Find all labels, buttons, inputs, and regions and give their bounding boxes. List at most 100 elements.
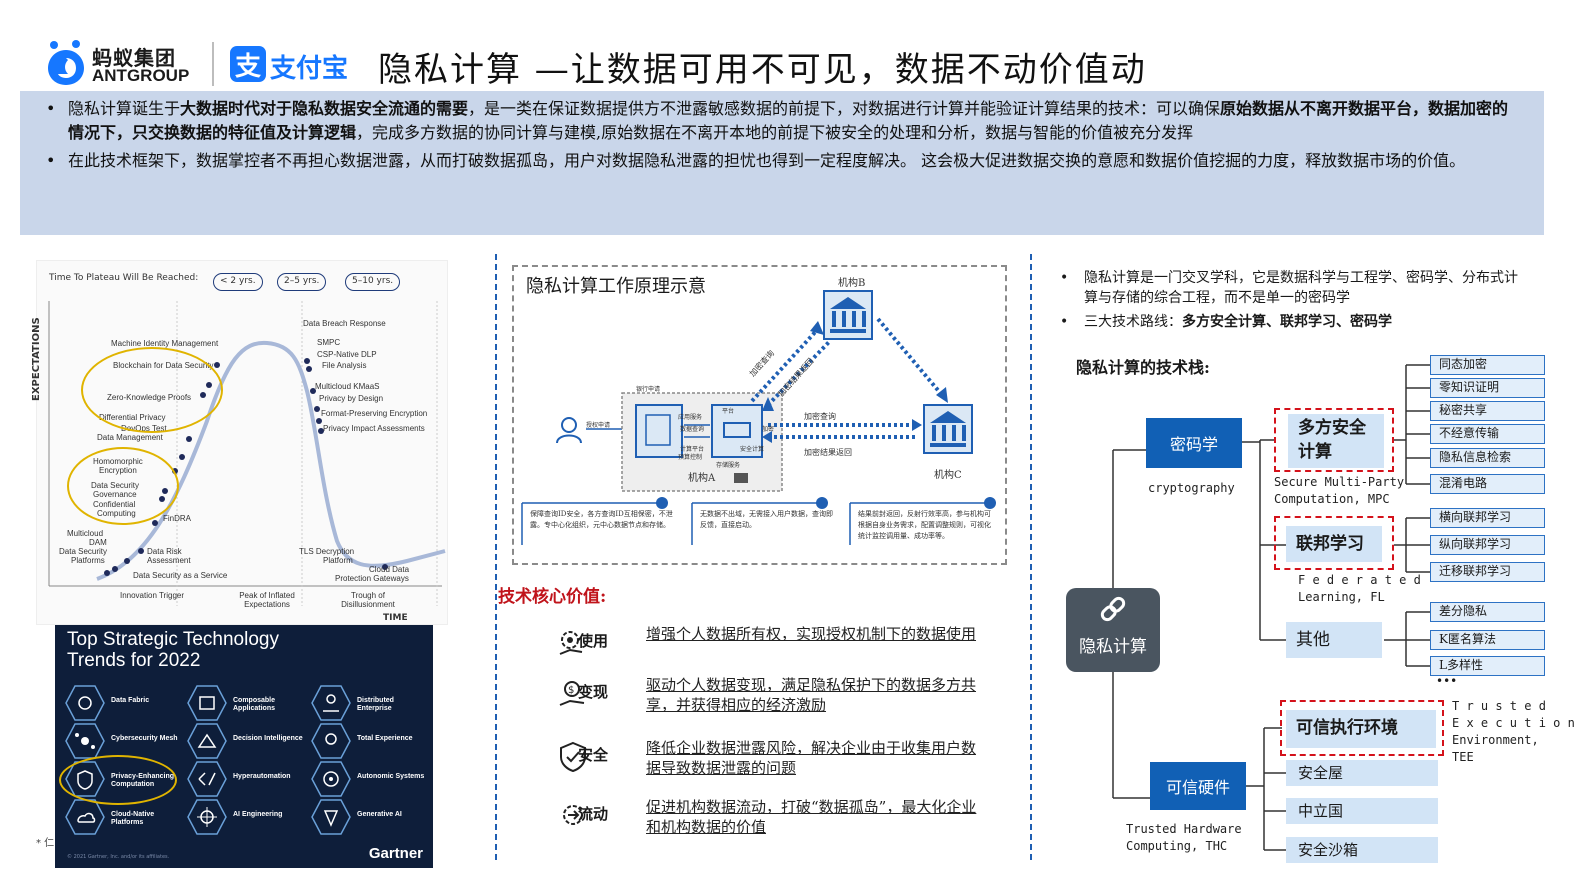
small-label: 计算平台 [680,446,705,453]
intro-p1-a: 隐私计算诞生于 [68,99,181,118]
small-label: 安全计算 [740,446,765,453]
mpc-node: 多方安全 计算 [1288,414,1384,468]
hype-label: Privacy Impact Assessments [323,424,425,433]
small-label: 数据查询 [680,426,705,433]
fl-leaf: 迁移联邦学习 [1430,562,1545,582]
small-label: 存储服务 [716,462,741,469]
right-bullet-2: • 三大技术路线：多方安全计算、联邦学习、密码学 [1060,312,1530,332]
intro-box: • 隐私计算诞生于大数据时代对于隐私数据安全流通的需要，是一类在保证数据提供方不… [20,91,1544,235]
ant-group-name-en: ANTGROUP [92,66,190,85]
hype-cycle-chart: Time To Plateau Will Be Reached: < 2 yrs… [31,260,448,625]
hype-label: TLS Decryption [299,547,355,556]
hype-label: FinDRA [163,514,192,523]
trend-label: Hyperautomation [233,773,291,780]
ant-group-logo-icon [48,40,84,85]
hype-label: Machine Identity Management [111,339,219,348]
hexagon-icon [311,685,351,721]
hexagon-icon [311,723,351,759]
fl-caption-1: F e d e r a t e d [1298,573,1421,587]
hype-label: Privacy by Design [319,394,384,403]
trends-title: Top Strategic Technology Trends for 2022 [67,629,279,671]
core-value-label: 安全 [578,746,609,764]
core-value-label: 变现 [578,683,609,701]
tech-stack-tree-svg [1112,364,1430,851]
alipay-name: 支付宝 [270,54,349,84]
hype-label: Assessment [147,556,191,565]
core-value-text: 增强个人数据所有权，实现授权机制下的数据使用 [646,625,977,643]
hype-label: Protection Gateways [335,574,409,583]
core-value-text: 驱动个人数据变现，满足隐私保护下的数据多方共享，并获得相应的经济激励 [646,676,977,714]
trend-label: Composable Applications [233,697,276,712]
alipay-logo-icon: 支 [230,46,266,82]
trend-item: Decision Intelligence [187,723,307,763]
mpc-line-1: 多方安全 [1298,418,1366,438]
hype-legend-label: Time To Plateau Will Be Reached: [49,273,199,283]
hardware-leaf: 安全屋 [1286,760,1438,786]
core-value-row-monetize: $ 变现 驱动个人数据变现，满足隐私保护下的数据多方共享，并获得相应的经济激励 [556,675,986,725]
highlight-ellipse [67,447,179,525]
hype-y-axis-label: EXPECTATIONS [31,317,42,401]
hype-label: Data Risk [147,547,182,556]
small-label: 加密 [762,426,775,433]
mpc-leaf: 同态加密 [1430,355,1545,375]
ant-group-name-cn: 蚂蚁集团 [92,46,176,70]
hexagon-icon [187,685,227,721]
right-bullet-1: • 隐私计算是一门交叉学科，它是数据科学与工程学、密码学、分布式计算与存储的综合… [1060,268,1530,308]
hype-label: Platform [323,556,353,565]
mpc-leaf: 零知识证明 [1430,378,1545,398]
trend-label: AI Engineering [233,811,283,818]
hype-pill-2to5: 2–5 yrs. [277,273,327,291]
small-label: 银行申请 [636,386,661,393]
fl-caption-2: Learning, FL [1298,590,1385,604]
hexagon-icon [311,799,351,835]
encrypted-result-b-label: 加密结果返回 [804,448,852,457]
mpc-leaf: 不经意传输 [1430,424,1545,444]
intro-paragraph-1: • 隐私计算诞生于大数据时代对于隐私数据安全流通的需要，是一类在保证数据提供方不… [42,97,1514,145]
hexagon-icon [187,723,227,759]
trend-label: Cybersecurity Mesh [111,735,178,742]
hype-x-axis-label: TIME [383,613,408,623]
right-item-1-text: 隐私计算是一门交叉学科，它是数据科学与工程学、密码学、分布式计算与存储的综合工程… [1084,270,1518,306]
hype-label: Multicloud KMaaS [315,382,380,391]
trend-item: Cloud-Native Platforms [65,799,185,839]
hype-label: Data Breach Response [303,319,386,328]
trends-footnote: © 2021 Gartner, Inc. and/or its affiliat… [67,854,170,860]
highlight-ellipse [59,755,177,805]
hexagon-icon [187,761,227,797]
hardware-leaf: 中立国 [1286,798,1438,824]
work-note-2: 无数据不出域，无需接入用户数据，查询即反馈，直接启动。 [700,510,833,529]
hype-phase: Innovation Trigger [119,591,185,600]
crypto-node: 密码学 [1146,418,1242,468]
tee-caption-2: E x e c u t i o n [1452,716,1575,730]
hype-curve-svg [48,301,446,606]
org-a-label: 机构A [688,473,716,484]
trend-item: Data Fabric [65,685,185,725]
encrypted-query-b-label: 加密查询 [804,412,836,421]
hardware-node: 可信硬件 [1150,762,1246,810]
tree-root-node: 隐私计算 [1066,588,1160,672]
link-icon [1100,596,1126,622]
hexagon-icon [311,761,351,797]
work-principle-title: 隐私计算工作原理示意 [526,276,706,297]
hexagon-icon [187,799,227,835]
shield-check-icon [560,741,586,773]
core-value-row-security: 安全 降低企业数据泄露风险，解决企业由于收集用户数据导致数据泄露的问题 [556,738,986,788]
svg-text:$: $ [568,685,574,696]
work-principle-box [512,265,1007,565]
trend-item: Composable Applications [187,685,307,725]
core-value-label: 流动 [578,805,609,823]
tee-node: 可信执行环境 [1286,710,1436,748]
column-divider-right [1030,254,1032,860]
hand-gear-icon [559,631,583,655]
bullet: • [46,151,56,170]
core-value-label: 使用 [578,632,609,650]
more-indicator: ••• [1436,674,1458,688]
hype-label: Platforms [71,556,105,565]
core-value-text: 降低企业数据泄露风险，解决企业由于收集用户数据导致数据泄露的问题 [646,739,977,777]
core-value-title: 技术核心价值: [498,587,607,607]
mpc-caption-1: Secure Multi-Party [1274,475,1405,489]
fl-leaf: 横向联邦学习 [1430,508,1545,528]
hype-label: Cloud Data [369,565,410,574]
other-leaf: 差分隐私 [1430,602,1545,622]
mpc-leaf: 秘密共享 [1430,401,1545,421]
